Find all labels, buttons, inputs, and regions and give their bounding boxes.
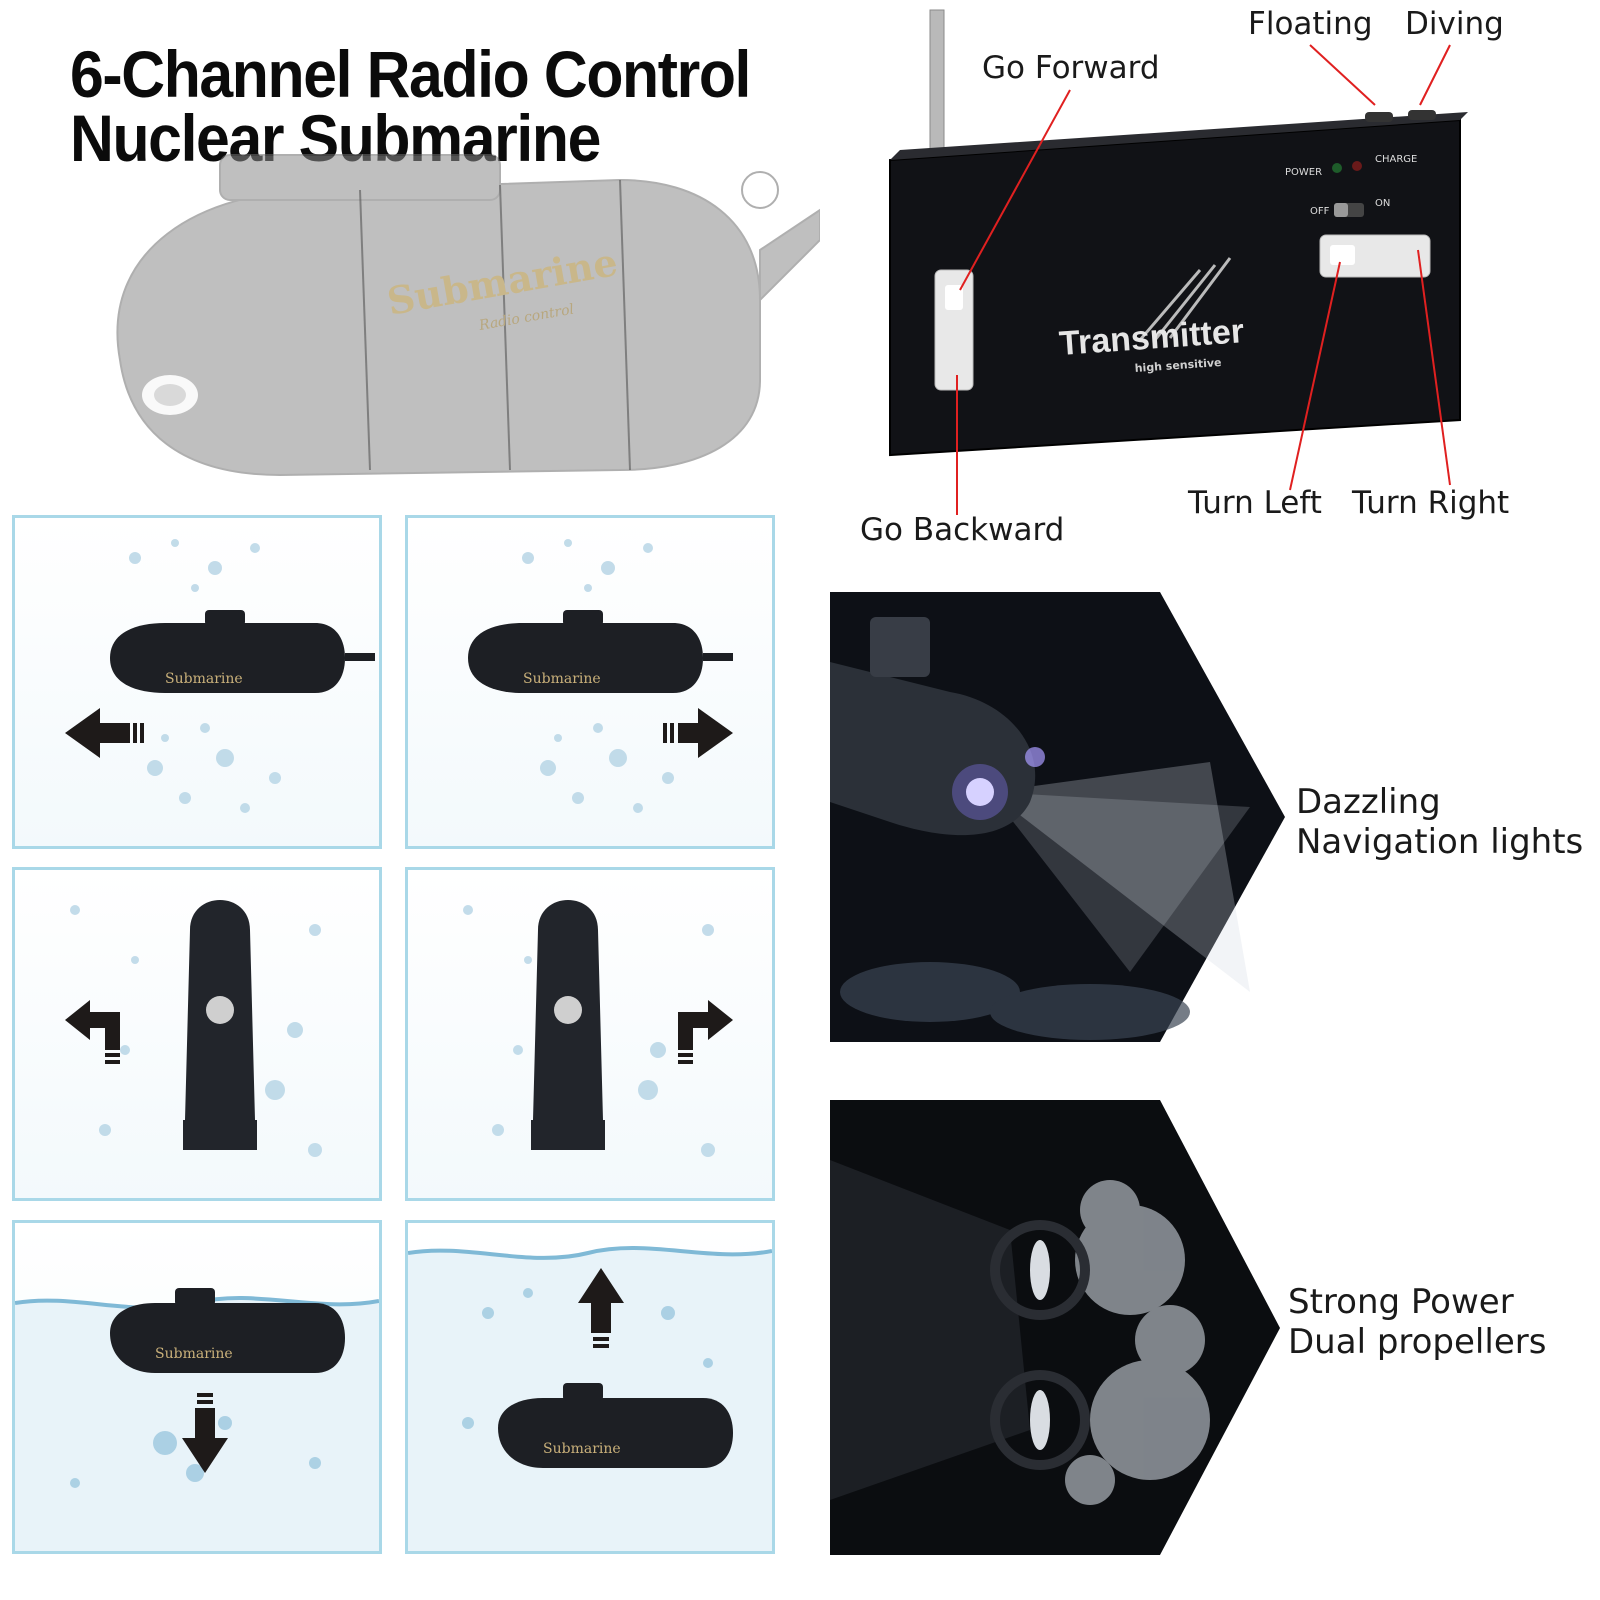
transmitter-sub-brand: high sensitive: [1134, 356, 1222, 375]
svg-text:Submarine: Submarine: [543, 1441, 621, 1457]
ghost-submarine-image: Submarine Radio control: [60, 130, 821, 500]
feature-propellers-text: Strong Power Dual propellers: [1288, 1282, 1547, 1362]
svg-text:Submarine: Submarine: [155, 1346, 233, 1362]
arrow-up-icon: [578, 1268, 624, 1348]
arrow-right-icon: [663, 708, 733, 758]
svg-text:POWER: POWER: [1285, 167, 1322, 178]
svg-text:CHARGE: CHARGE: [1375, 154, 1417, 165]
tile-turn-left: [12, 867, 382, 1201]
callout-floating: Floating: [1248, 6, 1373, 42]
feature-propellers-panel: Strong Power Dual propellers: [830, 1100, 1600, 1555]
feature-lights-text: Dazzling Navigation lights: [1296, 782, 1584, 862]
page-title: 6-Channel Radio Control Nuclear Submarin…: [70, 37, 751, 171]
callout-lines: [956, 44, 1451, 515]
callout-go-backward: Go Backward: [860, 512, 1065, 548]
turn-right-icon: [678, 1000, 733, 1064]
tile-move-right: Submarine: [405, 515, 775, 849]
tile-dive: Submarine: [12, 1220, 382, 1554]
svg-text:ON: ON: [1375, 198, 1390, 209]
svg-text:OFF: OFF: [1310, 206, 1330, 217]
transmitter-diagram: POWER CHARGE OFF ON Transmitter high sen…: [860, 0, 1600, 580]
callout-go-forward: Go Forward: [982, 50, 1160, 86]
arrow-left-icon: [65, 708, 144, 758]
tile-turn-right: [405, 867, 775, 1201]
title-line-1: 6-Channel Radio Control: [70, 37, 751, 111]
ghost-submarine-icon: Submarine Radio control: [116, 154, 821, 477]
svg-text:Submarine: Submarine: [165, 671, 243, 687]
callout-diving: Diving: [1405, 6, 1504, 42]
svg-text:Submarine: Submarine: [523, 671, 601, 687]
callout-turn-left: Turn Left: [1188, 485, 1322, 521]
tile-move-left: Submarine: [12, 515, 382, 849]
turn-left-icon: [65, 1000, 120, 1064]
callout-turn-right: Turn Right: [1352, 485, 1510, 521]
arrow-down-icon: [182, 1393, 228, 1473]
tile-float: Submarine: [405, 1220, 775, 1554]
feature-lights-panel: Dazzling Navigation lights: [830, 592, 1600, 1042]
